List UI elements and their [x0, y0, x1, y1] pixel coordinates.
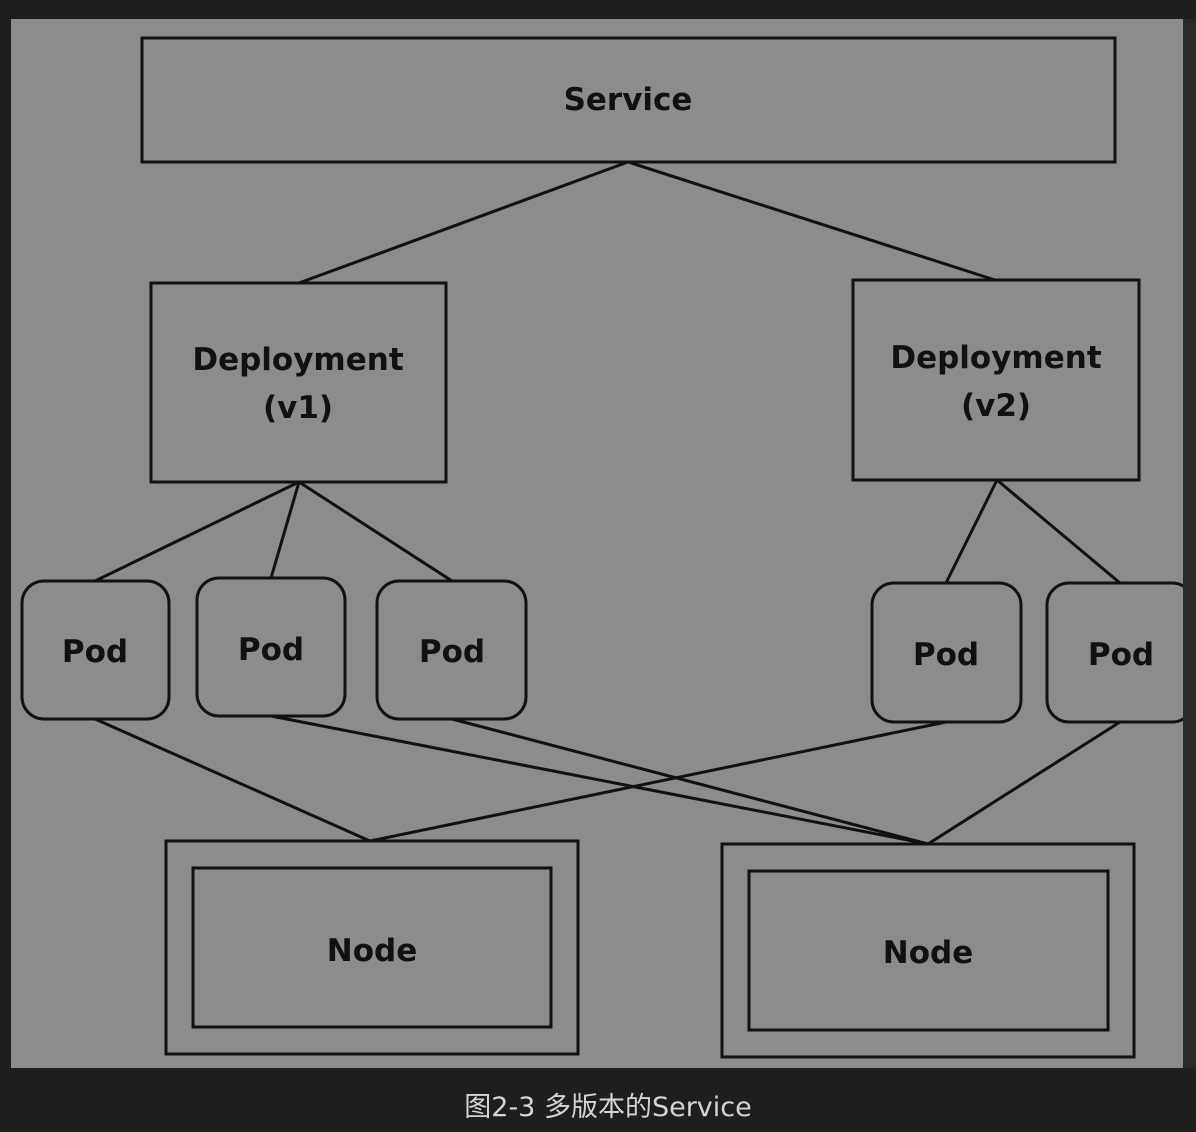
pod-3-label: Pod [419, 634, 485, 670]
deployment-v2-box: Deployment (v2) [851, 278, 1141, 482]
edge-pod-2-node-2 [270, 714, 929, 846]
edge-deployment-v1-pod-1 [94, 480, 300, 583]
pod-2-label: Pod [238, 632, 304, 668]
pod-5-label: Pod [1088, 637, 1154, 673]
edge-service-deployment-v2 [627, 160, 996, 282]
pod-3-box: Pod [375, 579, 528, 721]
diagram-canvas: Service Deployment (v1) Deployment (v2) … [11, 19, 1196, 1068]
edge-deployment-v1-pod-3 [298, 480, 453, 583]
deployment-v1-label: Deployment [192, 342, 403, 378]
pod-1-label: Pod [62, 634, 128, 670]
node-2-label: Node [883, 935, 973, 971]
node-2-box: Node [720, 842, 1136, 1059]
edge-pod-4-node-1 [369, 720, 947, 843]
deployment-v2-version: (v2) [961, 388, 1031, 424]
pod-2-box: Pod [195, 576, 347, 718]
deployment-v1-box: Deployment (v1) [149, 281, 448, 484]
pod-4-box: Pod [870, 581, 1023, 724]
node-1-box: Node [164, 839, 580, 1056]
pod-1-box: Pod [20, 579, 171, 721]
edge-deployment-v2-pod-5 [996, 478, 1121, 585]
pod-4-label: Pod [913, 637, 979, 673]
node-1-label: Node [327, 933, 417, 969]
edge-deployment-v2-pod-4 [944, 479, 999, 584]
edge-deployment-v1-pod-2 [269, 481, 301, 579]
deployment-v1-version: (v1) [263, 390, 333, 426]
diagram-svg: Service Deployment (v1) Deployment (v2) … [20, 36, 1196, 1059]
edge-pod-3-node-2 [451, 717, 929, 846]
deployment-v2-label: Deployment [890, 340, 1101, 376]
figure-caption: 图2-3 多版本的Service [464, 1092, 752, 1123]
connectors [94, 160, 1121, 846]
edge-service-deployment-v1 [298, 160, 629, 285]
service-box: Service [140, 36, 1117, 164]
edge-pod-5-node-2 [927, 720, 1121, 846]
service-label: Service [564, 82, 693, 118]
right-edge-bar [1183, 19, 1196, 1068]
edge-pod-1-node-1 [94, 717, 371, 843]
pod-5-box: Pod [1045, 581, 1196, 724]
